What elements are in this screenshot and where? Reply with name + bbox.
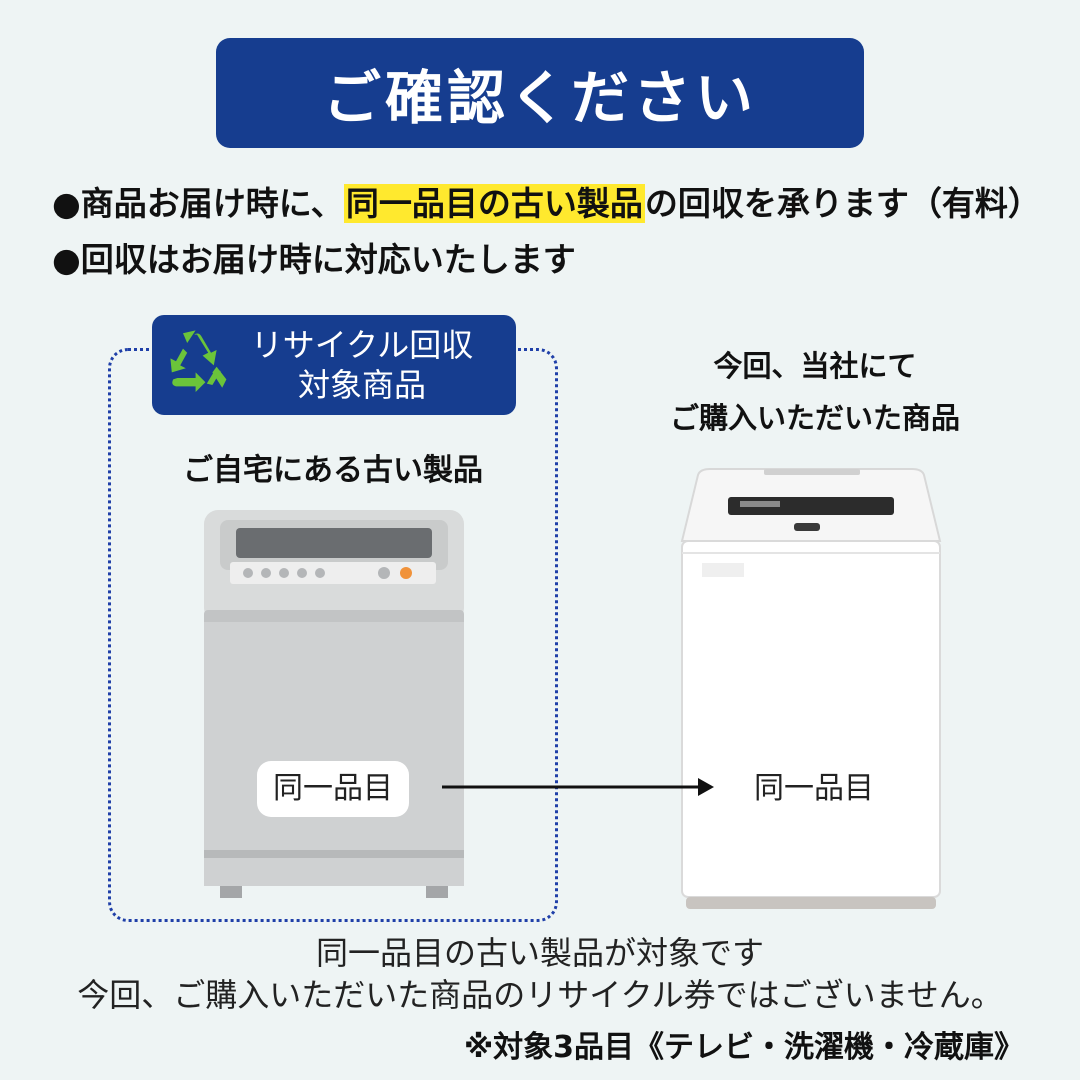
header-banner: ご確認ください — [216, 38, 864, 148]
notice-collection-post: の回収を承ります（有料） — [644, 184, 1041, 223]
old-washing-machine-image — [204, 510, 464, 898]
notice-collection: ●商品お届け時に、同一品目の古い製品の回収を承ります（有料） — [52, 177, 1041, 225]
new-product-label: 同一品目 — [738, 761, 890, 817]
old-product-label: 同一品目 — [257, 761, 409, 817]
notice-timing: ●回収はお届け時に対応いたします — [52, 240, 576, 279]
recycle-badge-text: リサイクル回収 対象商品 — [222, 325, 502, 405]
footer-target-note: 同一品目の古い製品が対象です — [315, 934, 764, 972]
footer-target-items: ※対象3品目《テレビ・洗濯機・冷蔵庫》 — [463, 1030, 1024, 1065]
new-product-caption: 今回、当社にて ご購入いただいた商品 — [620, 340, 1010, 444]
new-product-caption-line1: 今回、当社にて — [713, 349, 917, 383]
footer-ticket-note: 今回、ご購入いただいた商品のリサイクル券ではございません。 — [77, 976, 1003, 1014]
notice-collection-highlight: 同一品目の古い製品 — [343, 184, 645, 223]
recycle-badge: リサイクル回収 対象商品 — [152, 315, 516, 415]
notice-collection-pre: ●商品お届け時に、 — [52, 184, 344, 223]
recycle-badge-line1: リサイクル回収 — [250, 326, 474, 364]
new-product-caption-line2: ご購入いただいた商品 — [669, 401, 960, 435]
new-washing-machine-image — [680, 468, 942, 909]
recycle-icon — [170, 330, 227, 392]
old-product-caption: ご自宅にある古い製品 — [183, 453, 483, 488]
arrow-right-icon — [442, 778, 714, 796]
page-title: ご確認ください — [322, 64, 757, 132]
recycle-badge-line2: 対象商品 — [297, 366, 426, 404]
